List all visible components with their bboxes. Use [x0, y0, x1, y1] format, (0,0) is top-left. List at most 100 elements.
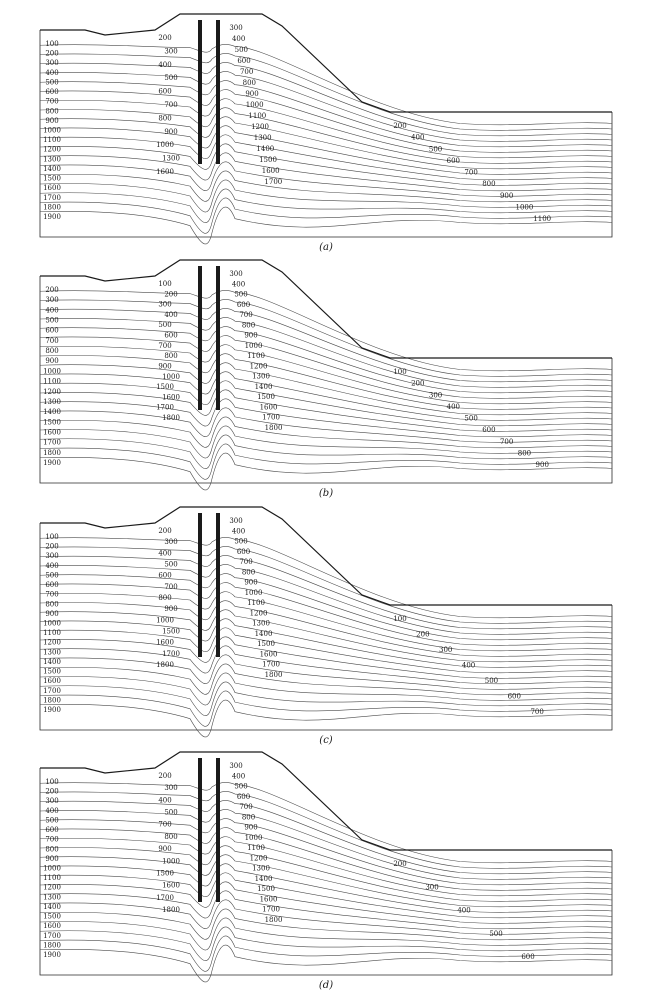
contour-label: 1500 [156, 383, 174, 391]
contour-label: 900 [45, 117, 58, 125]
contour-label: 600 [158, 572, 171, 580]
right-labels-group: 3004005006007008009001000110012001300140… [229, 517, 282, 679]
contour-label: 1500 [162, 628, 180, 636]
contour-line [39, 654, 613, 690]
contour-label: 700 [158, 342, 171, 350]
left-labels-group: 1002003004005006007008009001000110012001… [43, 533, 61, 714]
contour-label: 1600 [156, 639, 174, 647]
contour-line [39, 935, 613, 972]
contour-label: 400 [45, 562, 58, 570]
contour-line [39, 609, 613, 663]
contour-line [39, 143, 613, 186]
contour-line [39, 827, 613, 891]
contour-line [39, 681, 613, 716]
contour-line [39, 407, 613, 443]
contour-label: 1600 [43, 184, 61, 192]
contour-label: 1000 [162, 857, 180, 865]
contour-label: 1500 [43, 175, 61, 183]
contour-line [39, 908, 613, 941]
contour-label: 900 [244, 824, 257, 832]
contour-label: 700 [530, 708, 543, 716]
contour-line [39, 299, 613, 377]
contour-label: 300 [45, 59, 58, 67]
contour-label: 1000 [245, 834, 263, 842]
contour-label: 600 [237, 57, 250, 65]
contour-label: 900 [244, 579, 257, 587]
panel-caption: (a) [319, 242, 333, 253]
contour-label: 700 [45, 98, 58, 106]
contour-label: 1200 [43, 146, 61, 154]
contour-line [39, 344, 613, 405]
contour-label: 1200 [250, 362, 268, 370]
contour-label: 700 [239, 803, 252, 811]
contour-label: 1600 [43, 677, 61, 685]
contour-label: 200 [164, 290, 177, 298]
contour-label: 1700 [156, 404, 174, 412]
contour-label: 1700 [262, 414, 280, 422]
contour-label: 1400 [255, 630, 273, 638]
contour-label: 1800 [162, 906, 180, 914]
contour-label: 500 [234, 783, 247, 791]
contour-line [39, 161, 613, 197]
contour-label: 500 [429, 145, 442, 153]
contour-label: 1800 [43, 696, 61, 704]
contour-label: 1100 [247, 844, 265, 852]
ground-surface [40, 259, 612, 359]
contour-label: 700 [464, 169, 477, 177]
contour-line [39, 389, 613, 432]
contour-label: 900 [45, 855, 58, 863]
contour-label: 1300 [252, 373, 270, 381]
contour-line [39, 116, 613, 170]
contour-label: 1200 [251, 123, 269, 131]
contour-line [39, 690, 613, 727]
contour-label: 600 [237, 301, 250, 309]
contour-label: 900 [164, 605, 177, 613]
left-labels-group: 1002003004005006007008009001000110012001… [43, 778, 61, 959]
contour-line [39, 170, 613, 203]
contour-label: 1500 [156, 869, 174, 877]
contour-label: 500 [464, 415, 477, 423]
contour-line [39, 326, 613, 394]
contour-lines [39, 290, 613, 491]
contour-line [39, 872, 613, 919]
contour-label: 700 [164, 583, 177, 591]
contour-label: 1700 [43, 687, 61, 695]
contour-line [39, 917, 613, 951]
contour-label: 500 [485, 677, 498, 685]
contour-label: 1200 [43, 639, 61, 647]
wall-right [216, 758, 220, 902]
contour-label: 100 [45, 778, 58, 786]
contour-line [39, 845, 613, 902]
contour-label: 400 [457, 907, 470, 915]
contour-label: 300 [439, 646, 452, 654]
contour-label: 500 [45, 78, 58, 86]
contour-line [39, 818, 613, 886]
panel-b: 2003004005006007008009001000110012001300… [39, 259, 613, 499]
left-labels-group: 2003004005006007008009001000110012001300… [43, 286, 61, 467]
contour-label: 500 [45, 571, 58, 579]
contour-label: 1300 [43, 155, 61, 163]
contour-line [39, 206, 613, 245]
contour-label: 1100 [43, 136, 61, 144]
contour-label: 300 [45, 296, 58, 304]
right-labels-group: 3004005006007008009001000110012001300140… [229, 24, 282, 186]
contour-label: 1000 [43, 865, 61, 873]
contour-line [39, 197, 613, 234]
contour-label: 200 [411, 380, 424, 388]
contour-label: 900 [500, 192, 513, 200]
wall-right [216, 20, 220, 164]
contour-label: 100 [393, 368, 406, 376]
contour-label: 500 [234, 291, 247, 299]
contour-line [39, 800, 613, 875]
contour-line [39, 881, 613, 924]
contour-label: 1000 [156, 616, 174, 624]
contour-line [39, 152, 613, 192]
contour-label: 400 [45, 306, 58, 314]
contour-label: 600 [521, 953, 534, 961]
contour-label: 1900 [43, 951, 61, 959]
contour-label: 700 [45, 337, 58, 345]
contour-label: 600 [158, 88, 171, 96]
